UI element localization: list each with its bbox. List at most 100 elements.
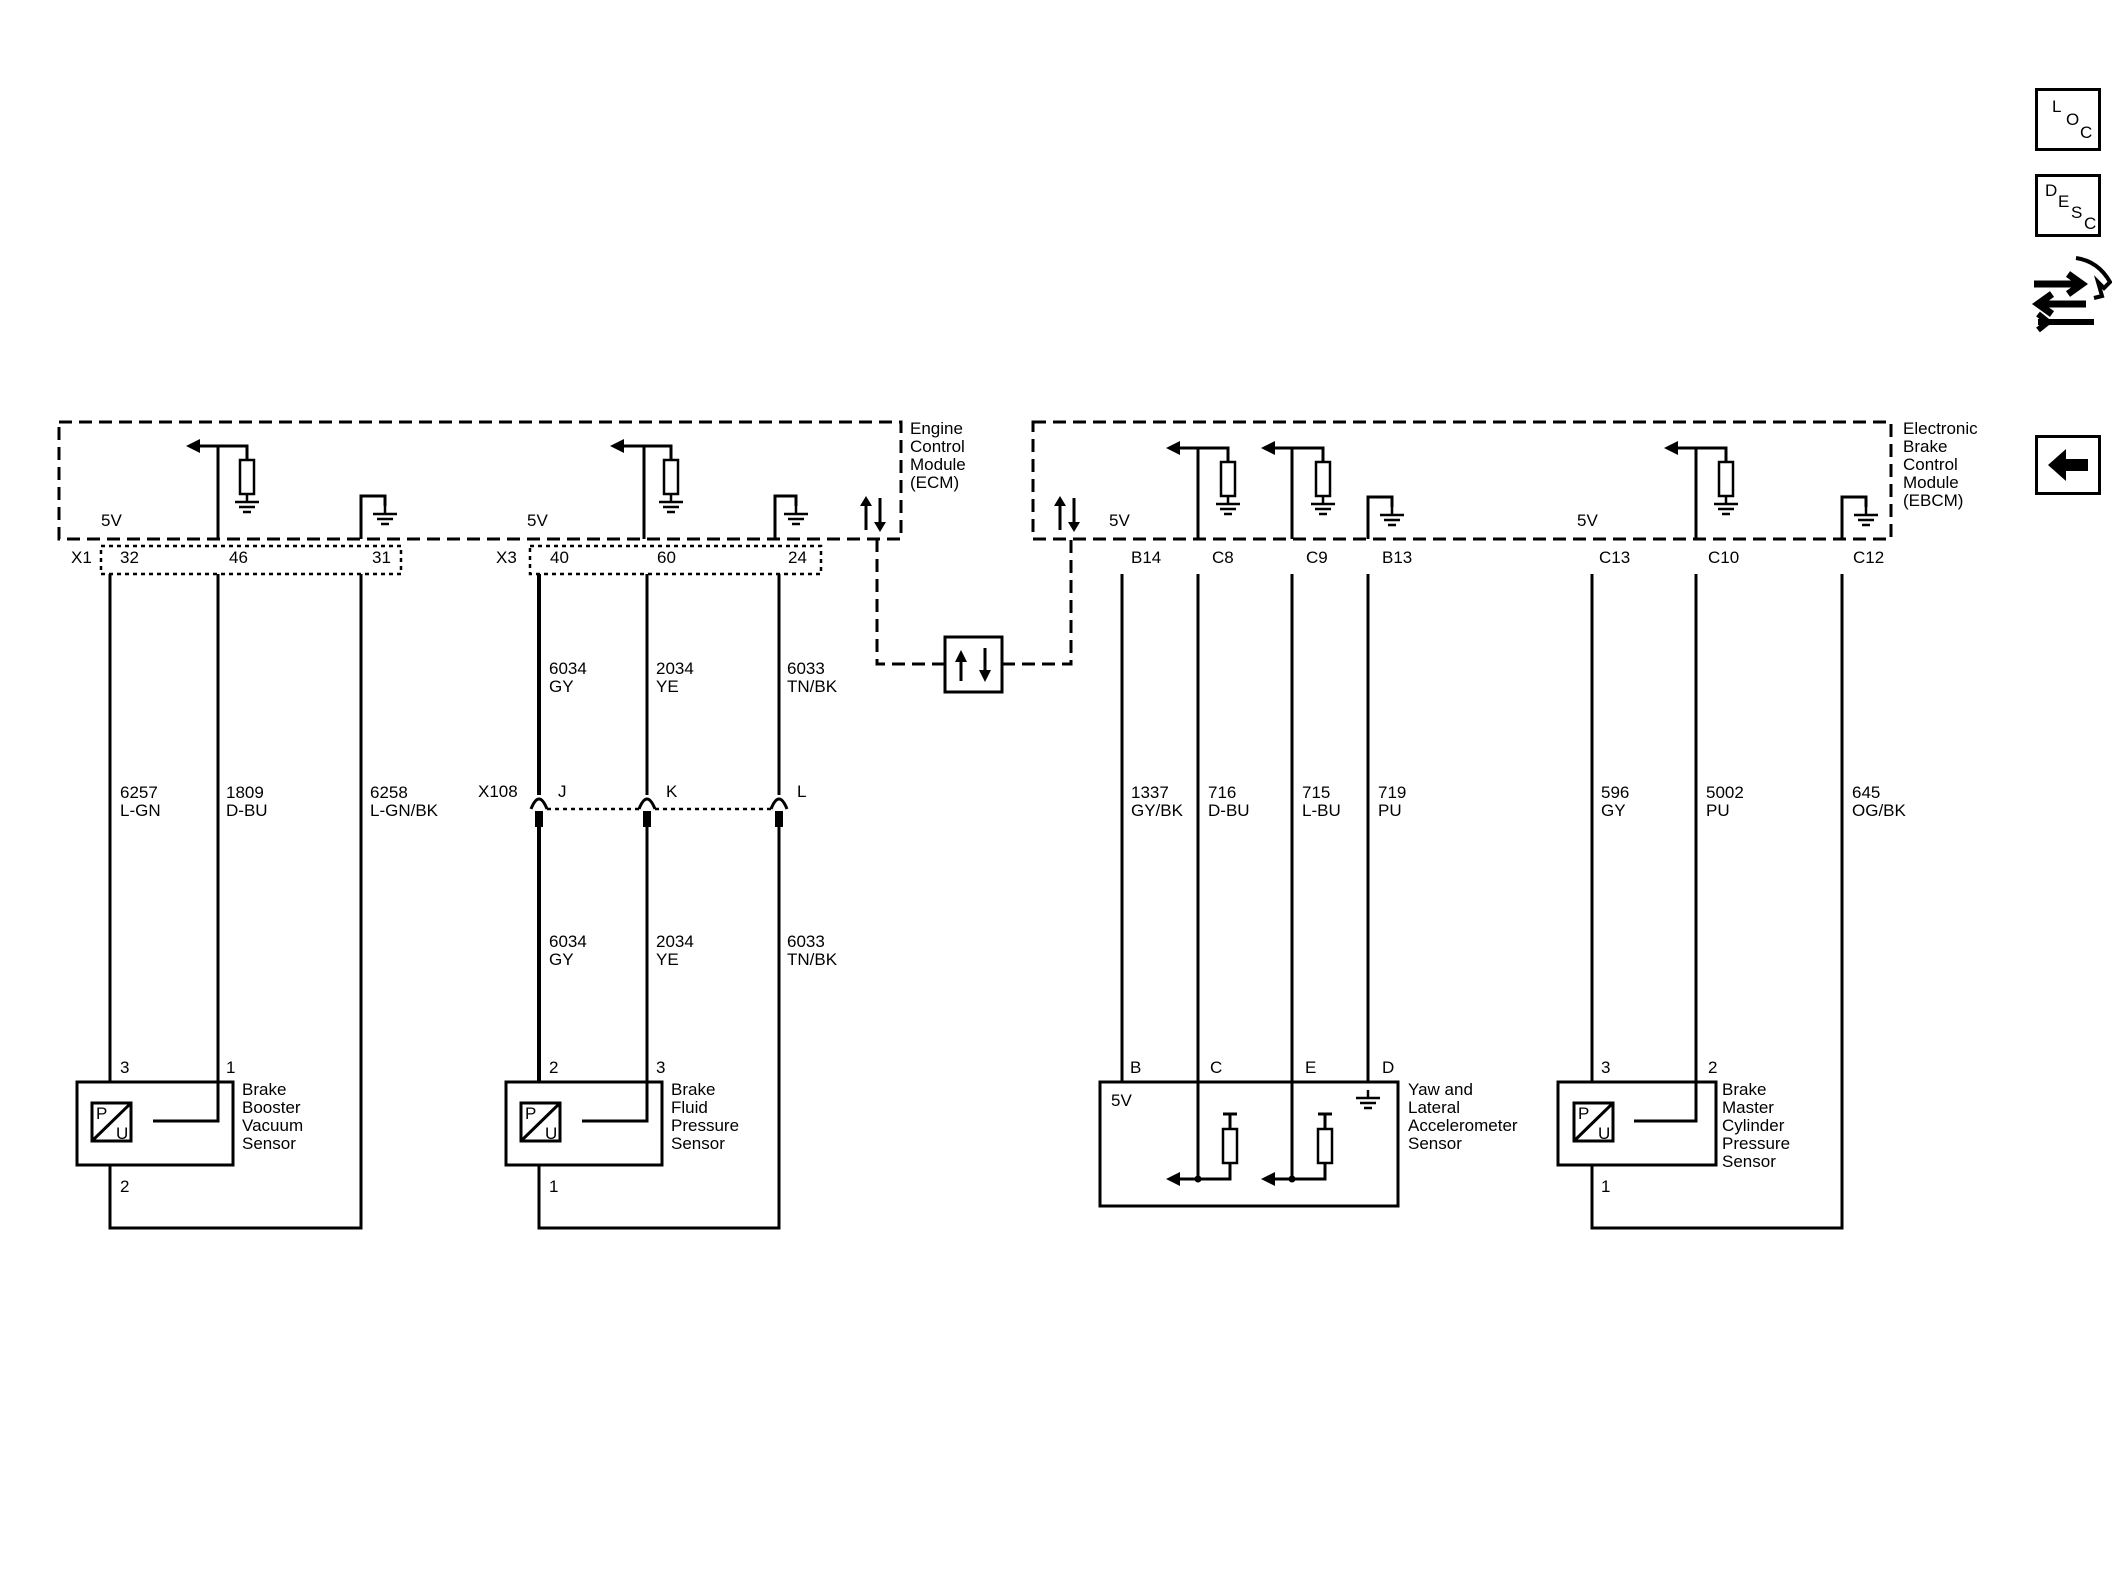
- pin-label: 3: [656, 1058, 665, 1077]
- sensor-name: Yaw and: [1408, 1080, 1473, 1099]
- pu-symbol-p: P: [525, 1104, 536, 1123]
- connector-x108-label: X108: [478, 782, 518, 801]
- sensor-name: Pressure: [1722, 1134, 1790, 1153]
- pin-label: 1: [1601, 1177, 1610, 1196]
- pu-symbol-u: U: [545, 1124, 557, 1143]
- pin-label: B: [1130, 1058, 1141, 1077]
- wire-number: 6033: [787, 659, 825, 678]
- yaw-ground-icon: [1354, 1088, 1382, 1110]
- connector-x3: X3 40 60 24: [496, 544, 823, 576]
- master-circuit-wires: [1590, 574, 1844, 1230]
- pu-symbol-u: U: [116, 1124, 128, 1143]
- pin-label: 40: [550, 548, 569, 567]
- ecm-5v-label: 5V: [101, 511, 122, 530]
- pin-label: C8: [1212, 548, 1234, 567]
- ecm-label-3: Module: [910, 455, 966, 474]
- wire-number: 2034: [656, 659, 694, 678]
- ebcm-ground-icon: [1852, 505, 1880, 527]
- wire-color: L-GN/BK: [370, 801, 439, 820]
- pin-label: 31: [372, 548, 391, 567]
- wire-color: TN/BK: [787, 950, 838, 969]
- pin-label: 2: [120, 1177, 129, 1196]
- pu-symbol-u: U: [1598, 1124, 1610, 1143]
- wire-number: 715: [1302, 783, 1330, 802]
- ebcm-signal-arrow-icon: [1261, 441, 1275, 455]
- wire-color: OG/BK: [1852, 801, 1907, 820]
- wire-color: GY/BK: [1131, 801, 1184, 820]
- wire-color: D-BU: [226, 801, 268, 820]
- sensor-name: Fluid: [671, 1098, 708, 1117]
- sensor-name: Sensor: [1722, 1152, 1776, 1171]
- wire-number: 6034: [549, 659, 587, 678]
- ecm-signal-arrow-icon: [186, 439, 200, 453]
- wire-number: 596: [1601, 783, 1629, 802]
- pin-label: 2: [1708, 1058, 1717, 1077]
- wire-color: YE: [656, 677, 679, 696]
- description-button[interactable]: D E S C: [2035, 174, 2101, 237]
- ecm-serial-data-icon: [858, 494, 888, 534]
- pressure-sensor-icon: [519, 1101, 562, 1143]
- pin-label: C13: [1599, 548, 1630, 567]
- wire-number: 6257: [120, 783, 158, 802]
- location-button[interactable]: L O C: [2035, 88, 2101, 151]
- ecm-5v-label: 5V: [527, 511, 548, 530]
- pin-label: 3: [120, 1058, 129, 1077]
- pressure-sensor-icon: [90, 1101, 133, 1143]
- ebcm-5v-label: 5V: [1109, 511, 1130, 530]
- pin-label: 46: [229, 548, 248, 567]
- wire-number: 5002: [1706, 783, 1744, 802]
- sensor-name: Vacuum: [242, 1116, 303, 1135]
- pin-label: L: [797, 782, 806, 801]
- ebcm-signal-arrow-icon: [1166, 441, 1180, 455]
- pu-symbol-p: P: [1578, 1104, 1589, 1123]
- sensor-name: Sensor: [671, 1134, 725, 1153]
- sensor-name: Accelerometer: [1408, 1116, 1518, 1135]
- pin-label: 32: [120, 548, 139, 567]
- ebcm-ground-icon: [1214, 494, 1242, 516]
- back-button[interactable]: [2035, 435, 2101, 495]
- pin-label: B14: [1131, 548, 1161, 567]
- ebcm-5v-label: 5V: [1577, 511, 1598, 530]
- ebcm-signal-arrow-icon: [1664, 441, 1678, 455]
- desc-letter-s: S: [2071, 203, 2083, 222]
- ebcm-label-5: (EBCM): [1903, 491, 1963, 510]
- ecm-ground-icon: [782, 504, 810, 526]
- wire-number: 6034: [549, 932, 587, 951]
- ebcm-ground-icon: [1309, 494, 1337, 516]
- ebcm-module: Electronic Brake Control Module (EBCM) 5…: [1031, 419, 1978, 541]
- wire-number: 6258: [370, 783, 408, 802]
- yaw-signal-arrow-icon: [1166, 1172, 1180, 1186]
- pin-label: C10: [1708, 548, 1739, 567]
- yaw-lateral-accelerometer-sensor: 5V B C E D Yaw and Lateral Accelerometer…: [1098, 1058, 1518, 1208]
- connector-repair-icon[interactable]: [2028, 252, 2112, 332]
- ecm-ground-icon: [371, 504, 399, 526]
- wire-color: D-BU: [1208, 801, 1250, 820]
- ecm-ground-icon: [233, 492, 261, 514]
- desc-letter-c: C: [2084, 214, 2097, 233]
- ecm-label-1: Engine: [910, 419, 963, 438]
- pin-label: J: [558, 782, 567, 801]
- ebcm-label-4: Module: [1903, 473, 1959, 492]
- wire-color: GY: [1601, 801, 1626, 820]
- sensor-name: Sensor: [1408, 1134, 1462, 1153]
- pin-label: D: [1382, 1058, 1394, 1077]
- loc-letter-o: O: [2066, 110, 2080, 129]
- pin-label: 1: [226, 1058, 235, 1077]
- wire-color: TN/BK: [787, 677, 838, 696]
- pin-label: 24: [788, 548, 807, 567]
- sensor-name: Brake: [242, 1080, 286, 1099]
- sensor-name: Booster: [242, 1098, 301, 1117]
- ebcm-label-1: Electronic: [1903, 419, 1978, 438]
- fluid-circuit-wires: [529, 574, 789, 1230]
- brake-fluid-pressure-sensor: P U 2 3 1 Brake Fluid Pressure Sensor: [504, 1058, 739, 1196]
- connector-x3-label: X3: [496, 548, 517, 567]
- pin-label: C9: [1306, 548, 1328, 567]
- yaw-signal-arrow-icon: [1261, 1172, 1275, 1186]
- pin-label: C12: [1853, 548, 1884, 567]
- wire-color: GY: [549, 677, 574, 696]
- wire-color: L-GN: [120, 801, 161, 820]
- ebcm-ground-icon: [1378, 505, 1406, 527]
- desc-letter-e: E: [2058, 192, 2070, 211]
- connector-x1: X1 32 46 31: [71, 544, 403, 576]
